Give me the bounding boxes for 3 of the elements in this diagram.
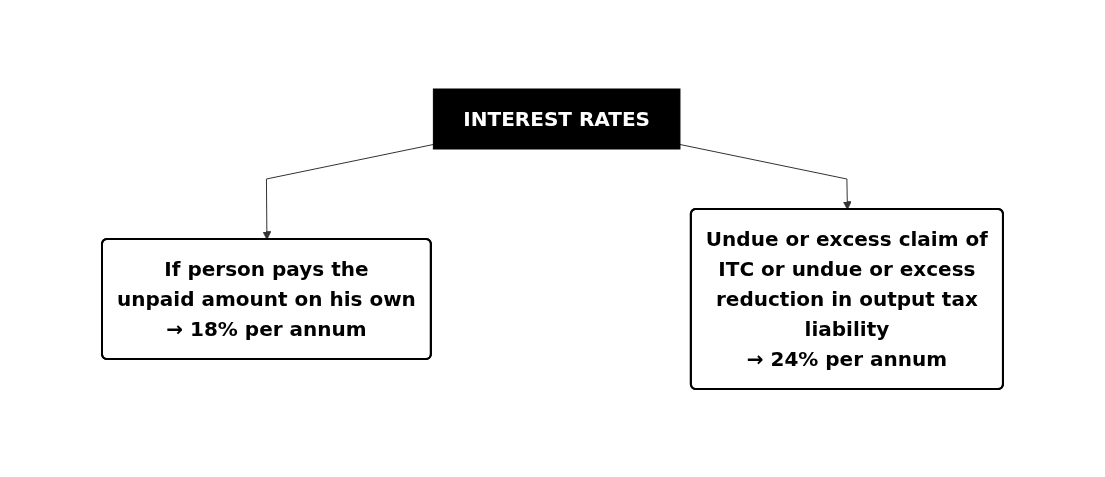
node-box: INTEREST RATES [432,88,681,149]
arrow [679,143,852,210]
arrow [262,143,434,240]
